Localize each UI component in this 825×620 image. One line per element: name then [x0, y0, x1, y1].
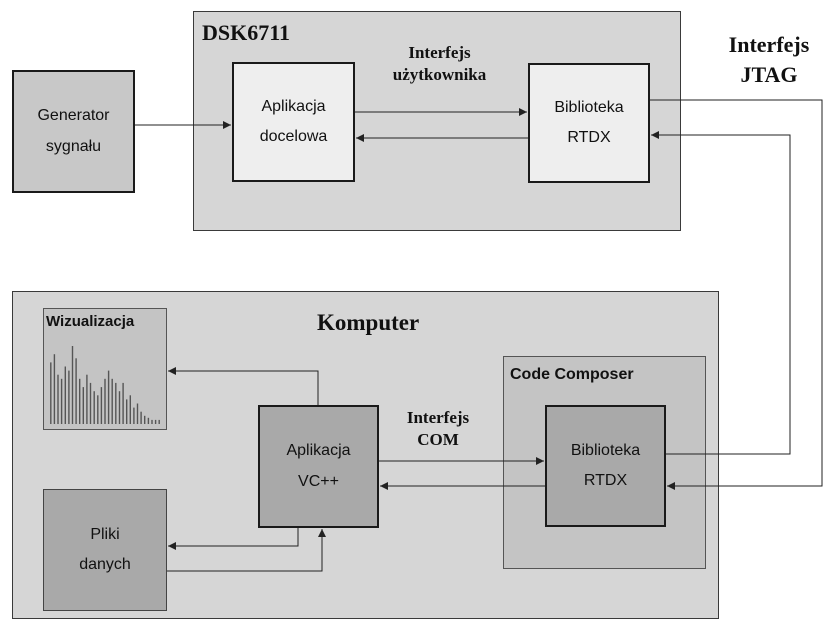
dsk-rtdx-label-line1: Biblioteka: [554, 98, 624, 116]
com-label-line2: COM: [417, 430, 459, 449]
jtag-incoming-line: [651, 131, 791, 455]
dsk-rtdx-label-line2: RTDX: [567, 129, 611, 146]
data-files-label-line1: Pliki: [90, 525, 120, 543]
user-interface-label-line1: Interfejs: [408, 43, 471, 62]
jtag-label-line1: Interfejs: [728, 32, 810, 57]
target-app-label-line1: Aplikacja: [261, 97, 326, 115]
visualization-label: Wizualizacja: [46, 313, 135, 330]
vc-app-label-line2: VC++: [298, 472, 339, 490]
generator-label-line1: Generator: [37, 107, 110, 125]
pc-rtdx-library-block: Biblioteka RTDX: [545, 405, 666, 527]
data-files-label-line2: danych: [79, 556, 131, 573]
computer-title: Komputer: [317, 310, 420, 335]
jtag-outgoing-line: [650, 99, 823, 490]
com-label-line1: Interfejs: [406, 408, 470, 427]
signal-generator-block: Generator sygnału: [12, 70, 135, 193]
dsk-rtdx-library-block: Biblioteka RTDX: [528, 63, 650, 183]
com-interface-label: Interfejs COM: [390, 407, 486, 451]
vc-app-label-line1: Aplikacja: [286, 442, 351, 460]
code-composer-title: Code Composer: [510, 366, 634, 383]
vc-application-block: Aplikacja VC++: [258, 405, 379, 528]
jtag-interface-label: Interfejs JTAG: [716, 30, 822, 90]
visualization-panel: [43, 308, 167, 430]
vc-to-files-arrow: [168, 528, 299, 550]
pc-rtdx-label-line2: RTDX: [583, 472, 628, 489]
generator-label-line2: sygnału: [45, 137, 102, 155]
vc-to-visualization-arrow: [168, 367, 319, 405]
pc-rtdx-label-line1: Biblioteka: [570, 441, 641, 459]
dsk6711-title: DSK6711: [202, 20, 291, 45]
target-app-label-line2: docelowa: [259, 128, 328, 145]
target-application-block: Aplikacja docelowa: [232, 62, 355, 182]
data-files-block: Pliki danych: [43, 489, 167, 611]
user-interface-label-line2: użytkownika: [392, 65, 487, 84]
jtag-label-line2: JTAG: [740, 62, 798, 87]
user-interface-label: Interfejs użytkownika: [372, 42, 507, 86]
visualization-sparkline-chart: [50, 346, 160, 424]
files-to-vc-arrow: [167, 529, 326, 572]
